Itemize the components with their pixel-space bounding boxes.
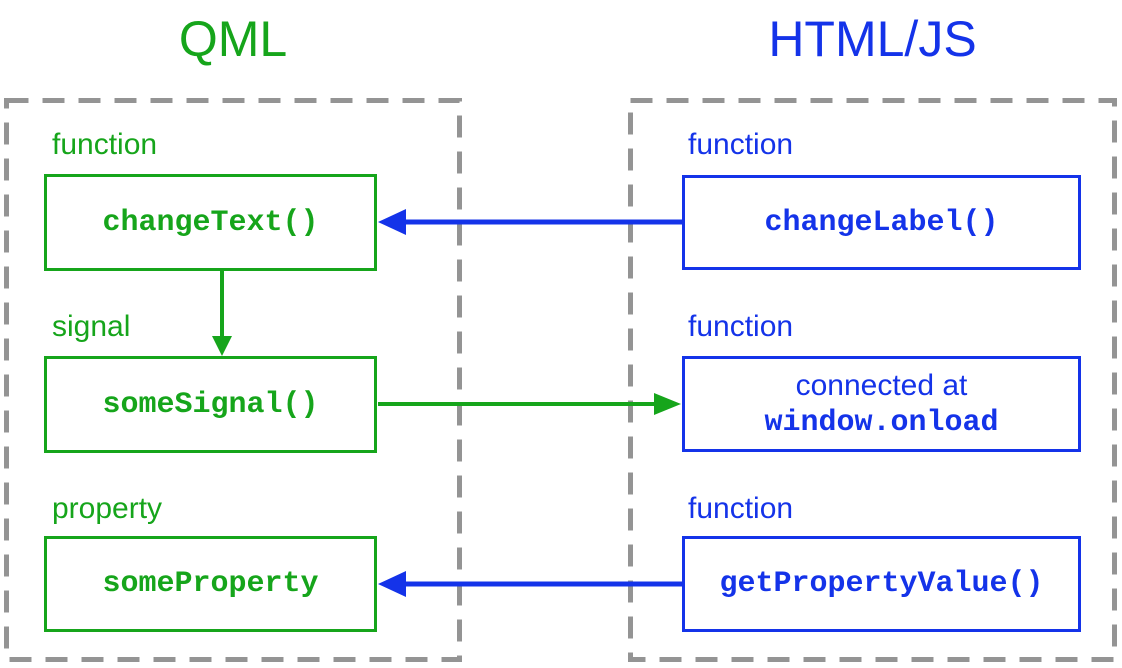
htmljs-title: HTML/JS (768, 11, 977, 67)
window-onload-text: window.onload (764, 405, 999, 440)
qml-signal-label: signal (52, 310, 131, 343)
qml-property-label: property (52, 492, 163, 525)
somesignal-box: someSignal() (44, 356, 377, 453)
someproperty-box: someProperty (44, 536, 377, 632)
getpropertyvalue-box: getPropertyValue() (682, 536, 1081, 632)
qml-function-label: function (52, 128, 158, 161)
arrow-getpropertyvalue-to-someproperty (378, 571, 682, 597)
arrow-changelabel-to-changetext (378, 209, 682, 235)
changetext-box: changeText() (44, 174, 377, 271)
connected-window-onload-box: connected at window.onload (682, 356, 1081, 452)
connected-at-text: connected at (795, 368, 968, 402)
htmljs-function-label-2: function (688, 310, 794, 343)
htmljs-function-label-3: function (688, 492, 794, 525)
changelabel-box: changeLabel() (682, 175, 1081, 270)
arrow-changetext-to-somesignal (212, 271, 232, 356)
htmljs-dashed-region (628, 98, 1117, 662)
arrow-somesignal-to-connected (378, 393, 681, 415)
qml-dashed-region (4, 98, 462, 662)
htmljs-function-label-1: function (688, 128, 794, 161)
qml-title: QML (178, 11, 288, 67)
